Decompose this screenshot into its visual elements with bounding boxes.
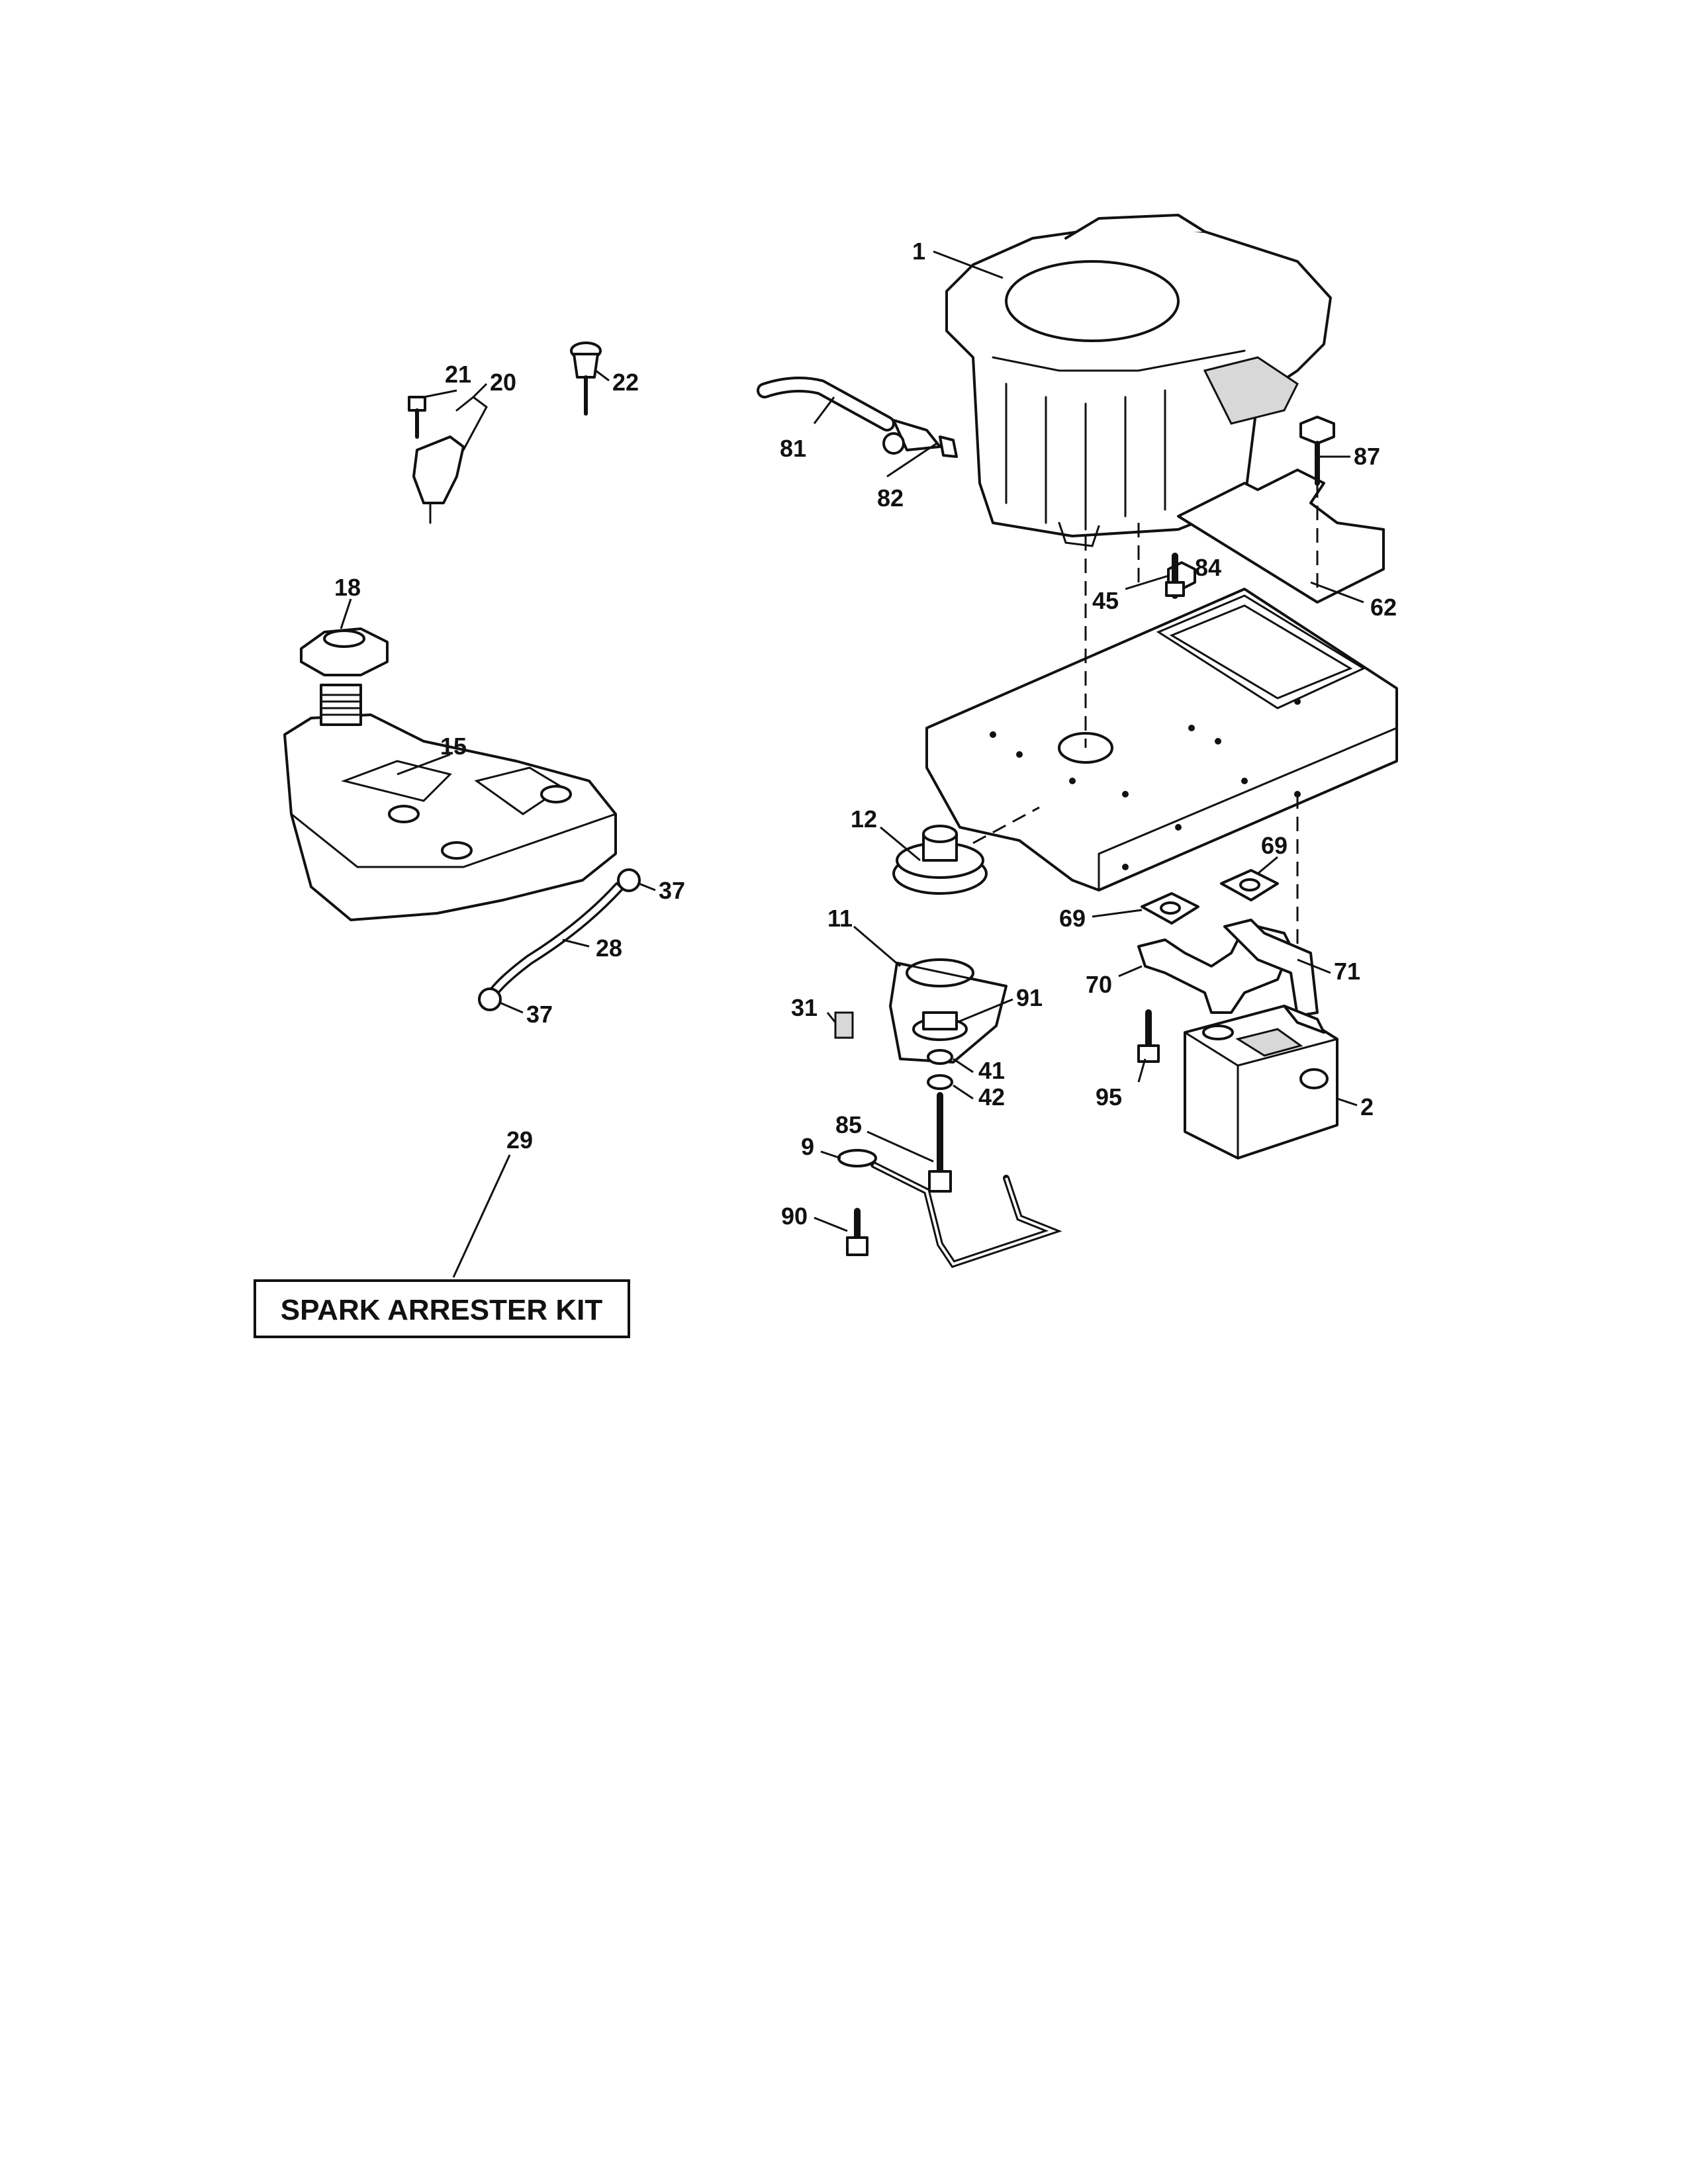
washer-41 xyxy=(927,1049,953,1065)
callout-29: 29 xyxy=(506,1126,533,1154)
bearing-12 xyxy=(892,825,988,895)
callout-87: 87 xyxy=(1354,443,1380,470)
throttle-control-20 xyxy=(412,396,488,524)
callout-1: 1 xyxy=(912,238,925,265)
callout-37-bottom: 37 xyxy=(526,1001,553,1028)
callout-90: 90 xyxy=(781,1203,808,1230)
fuel-cap-18 xyxy=(300,627,389,676)
bolt-84 xyxy=(1165,553,1185,599)
callout-2: 2 xyxy=(1360,1093,1374,1120)
clamp-37-bottom xyxy=(478,987,502,1011)
callout-91: 91 xyxy=(1016,984,1043,1011)
screw-21 xyxy=(408,396,426,439)
bearing-91 xyxy=(912,1011,968,1041)
fuel-line xyxy=(757,377,958,458)
callout-81: 81 xyxy=(780,435,806,462)
callout-85: 85 xyxy=(835,1111,862,1138)
fuel-tank-15 xyxy=(283,684,617,921)
callout-31: 31 xyxy=(791,994,818,1021)
washer-42 xyxy=(927,1074,953,1090)
callout-69-left: 69 xyxy=(1059,905,1086,932)
callout-45: 45 xyxy=(1092,587,1119,614)
callout-41: 41 xyxy=(978,1057,1005,1084)
fuel-hose-28 xyxy=(488,882,624,998)
engine xyxy=(945,214,1332,547)
leader-lines xyxy=(340,250,1364,1278)
exhaust-pipe xyxy=(1137,919,1319,1017)
callout-9: 9 xyxy=(801,1133,814,1160)
gasket-69-left xyxy=(1141,892,1199,925)
callout-71: 71 xyxy=(1334,958,1360,985)
muffler-2 xyxy=(1184,1005,1338,1160)
spark-arrester-kit-label: SPARK ARRESTER KIT xyxy=(281,1294,603,1326)
callout-82: 82 xyxy=(877,484,904,512)
bolt-90 xyxy=(846,1208,868,1256)
bolt-87 xyxy=(1299,416,1335,486)
callout-21: 21 xyxy=(445,361,471,388)
callout-84: 84 xyxy=(1195,554,1221,581)
callout-37-top: 37 xyxy=(659,877,685,904)
callout-12: 12 xyxy=(851,805,877,833)
bolt-85 xyxy=(928,1092,952,1193)
callout-20: 20 xyxy=(490,369,516,396)
callout-numbers: 1 81 82 87 84 45 62 12 11 91 31 41 42 85… xyxy=(334,238,1397,1230)
key-switch-22 xyxy=(570,341,602,416)
bracket-rod-9 xyxy=(837,1149,1062,1268)
callout-18: 18 xyxy=(334,574,361,601)
callout-28: 28 xyxy=(596,934,622,962)
clamp-37-top xyxy=(617,868,641,892)
callout-95: 95 xyxy=(1096,1083,1122,1111)
heat-shield xyxy=(1177,469,1385,604)
spark-arrester-kit-box: SPARK ARRESTER KIT xyxy=(254,1279,630,1338)
callout-11: 11 xyxy=(827,905,853,932)
chassis-plate xyxy=(925,588,1398,891)
screw-31 xyxy=(834,1011,854,1039)
callout-62: 62 xyxy=(1370,594,1397,621)
callout-69-right: 69 xyxy=(1261,832,1288,859)
callout-22: 22 xyxy=(612,369,639,396)
bolt-95 xyxy=(1137,1009,1160,1063)
callout-70: 70 xyxy=(1086,971,1112,998)
callout-42: 42 xyxy=(978,1083,1005,1111)
gasket-69-right xyxy=(1220,869,1279,901)
pto-clutch-11 xyxy=(889,958,1008,1064)
callout-15: 15 xyxy=(440,733,467,760)
